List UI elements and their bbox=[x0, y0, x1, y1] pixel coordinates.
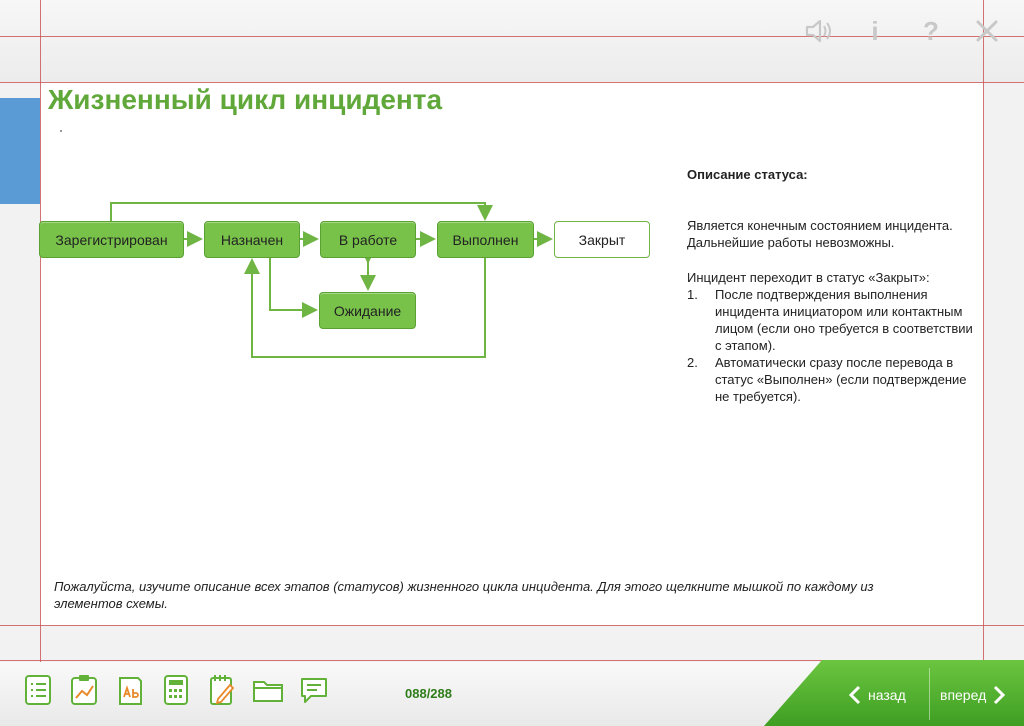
close-icon[interactable] bbox=[970, 14, 1004, 48]
guide-line bbox=[0, 36, 1024, 37]
guide-line bbox=[0, 625, 1024, 626]
description-paragraph: Является конечным состоянием инцидента. … bbox=[687, 218, 953, 250]
list-item-text: После подтверждения выполнения инцидента… bbox=[715, 287, 973, 353]
description-list: 1. После подтверждения выполнения инциде… bbox=[687, 286, 979, 405]
list-item-text: Автоматически сразу после перевода в ста… bbox=[715, 355, 967, 404]
description-intro: Инцидент переходит в статус «Закрыт»: bbox=[687, 270, 930, 285]
page-counter: 088/288 bbox=[405, 686, 452, 701]
guide-line bbox=[983, 0, 984, 726]
list-item-number: 1. bbox=[687, 287, 698, 302]
description-heading: Описание статуса: bbox=[687, 167, 808, 182]
help-icon[interactable]: ? bbox=[923, 15, 939, 46]
back-button[interactable]: назад bbox=[848, 680, 906, 710]
content-panel bbox=[40, 82, 984, 625]
node-closed[interactable]: Закрыт bbox=[554, 221, 650, 258]
node-assigned[interactable]: Назначен bbox=[204, 221, 300, 258]
chevron-right-icon bbox=[994, 685, 1006, 705]
node-waiting[interactable]: Ожидание bbox=[319, 292, 416, 329]
clipboard-chart-icon[interactable] bbox=[68, 672, 100, 708]
calculator-icon[interactable] bbox=[160, 672, 192, 708]
notepad-pen-icon[interactable] bbox=[206, 672, 238, 708]
guide-line bbox=[0, 82, 1024, 83]
list-item: 1. После подтверждения выполнения инциде… bbox=[687, 286, 979, 354]
nav-separator bbox=[929, 668, 930, 720]
guide-line bbox=[40, 0, 41, 726]
guide-line bbox=[0, 660, 1024, 661]
page-title: Жизненный цикл инцидента bbox=[48, 84, 443, 115]
folder-icon[interactable] bbox=[252, 672, 284, 708]
forward-button[interactable]: вперед bbox=[940, 680, 1006, 710]
node-done[interactable]: Выполнен bbox=[437, 221, 534, 258]
top-background bbox=[0, 0, 1024, 82]
tool-icons bbox=[22, 672, 330, 708]
book-icon[interactable] bbox=[114, 672, 146, 708]
speaker-icon[interactable] bbox=[802, 14, 836, 48]
list-item-number: 2. bbox=[687, 355, 698, 370]
info-icon[interactable]: i bbox=[871, 15, 879, 46]
window-controls: i ? bbox=[802, 14, 1004, 48]
instruction-text: Пожалуйста, изучите описание всех этапов… bbox=[54, 579, 874, 611]
chevron-left-icon bbox=[848, 685, 861, 705]
list-icon[interactable] bbox=[22, 672, 54, 708]
node-in-progress[interactable]: В работе bbox=[320, 221, 416, 258]
node-registered[interactable]: Зарегистрирован bbox=[39, 221, 184, 258]
status-description: Описание статуса: Является конечным сост… bbox=[687, 166, 979, 405]
back-label: назад bbox=[868, 687, 906, 703]
title-marker bbox=[60, 130, 62, 132]
list-item: 2. Автоматически сразу после перевода в … bbox=[687, 354, 979, 405]
accent-tab bbox=[0, 98, 40, 204]
message-icon[interactable] bbox=[298, 672, 330, 708]
forward-label: вперед bbox=[940, 687, 987, 703]
